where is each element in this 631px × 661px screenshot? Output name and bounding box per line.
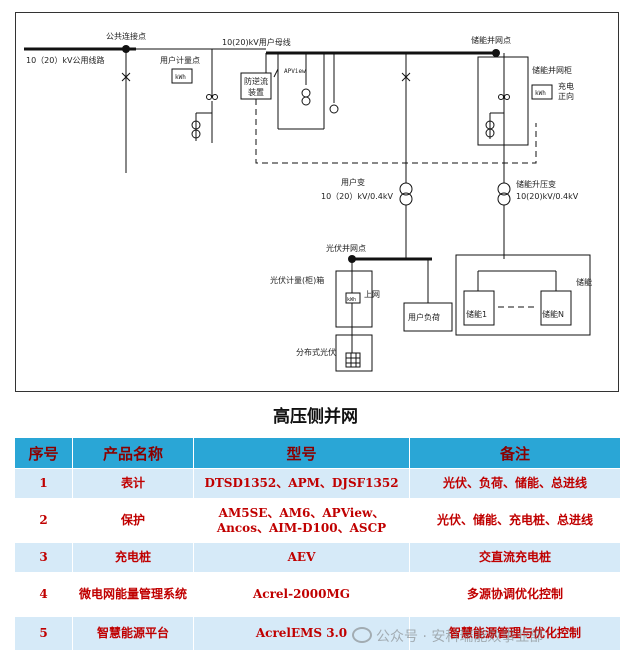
user-transformer-ratio: 10（20）kV/0.4kV	[321, 192, 394, 201]
table-row: 1 表计 DTSD1352、APM、DJSF1352 光伏、负荷、储能、总进线	[14, 468, 621, 499]
charge-positive-1: 充电	[558, 81, 574, 91]
single-line-diagram: 10（20）kV公用线路 公共连接点 用户计量点 kWh 10(20)kV用户母…	[24, 31, 592, 372]
cell-no: 2	[14, 498, 73, 543]
cell-model: AM5SE、AM6、APView、Ancos、AIM-D100、ASCP	[193, 498, 410, 543]
table-row: 3 充电桩 AEV 交直流充电桩	[14, 542, 621, 573]
cell-model: AcrelEMS 3.0	[193, 616, 410, 651]
storage-cabinet-label: 储能并网柜	[532, 65, 572, 75]
user-transformer-coil-1	[399, 182, 413, 196]
cell-no: 3	[14, 542, 73, 573]
anti-backflow-line2: 装置	[248, 87, 264, 97]
watermark: 公众号 · 安科瑞能效事业部	[352, 626, 543, 646]
anti-backflow-line1: 防逆流	[244, 76, 268, 86]
pv-panel-icon	[345, 352, 361, 368]
cell-name: 微电网能量管理系统	[72, 572, 194, 617]
cell-note: 多源协调优化控制	[409, 572, 621, 617]
cell-name: 保护	[72, 498, 194, 543]
cell-model: DTSD1352、APM、DJSF1352	[193, 468, 410, 499]
storage-group-label: 储能	[576, 277, 592, 287]
watermark-text: 公众号 · 安科瑞能效事业部	[376, 629, 544, 645]
header-note: 备注	[409, 437, 621, 469]
pv-meter-cabinet-box	[335, 270, 373, 328]
pv-kwh-label: kWh	[347, 297, 356, 303]
header-no: 序号	[14, 437, 73, 469]
table-row: 5 智慧能源平台 AcrelEMS 3.0 智慧能源管理与优化控制	[14, 616, 621, 651]
storage-n-box	[540, 290, 572, 326]
kwh-meter-box	[171, 68, 193, 84]
cell-no: 4	[14, 572, 73, 617]
cell-model: Acrel-2000MG	[193, 572, 410, 617]
user-transformer-label: 用户变	[341, 177, 365, 187]
storage-transformer-coil-1	[497, 182, 511, 196]
cell-note: 交直流充电桩	[409, 542, 621, 573]
cell-note: 光伏、负荷、储能、总进线	[409, 468, 621, 499]
storage-1-box	[463, 290, 495, 326]
diagram-frame: 10（20）kV公用线路 公共连接点 用户计量点 kWh 10(20)kV用户母…	[15, 12, 619, 392]
storage-cabinet-box	[477, 56, 529, 146]
public-connection-label: 公共连接点	[106, 31, 146, 41]
storage-1-label: 储能1	[466, 309, 487, 319]
product-table: 序号 产品名称 型号 备注 1 表计 DTSD1352、APM、DJSF1352…	[14, 437, 621, 651]
wechat-icon	[352, 627, 372, 643]
storage-transformer-ratio: 10(20)kV/0.4kV	[516, 192, 579, 201]
storage-grid-node	[492, 49, 500, 57]
table-header-row: 序号 产品名称 型号 备注	[14, 437, 621, 469]
header-model: 型号	[193, 437, 410, 469]
cell-name: 充电桩	[72, 542, 194, 573]
pv-meter-cabinet-label: 光伏计量(柜)箱	[270, 275, 324, 285]
storage-n-label: 储能N	[542, 309, 564, 319]
user-metering-label: 用户计量点	[160, 55, 200, 65]
pv-kwh-box	[345, 292, 361, 304]
storage-transformer-label: 储能升压变	[516, 179, 556, 189]
table-row: 4 微电网能量管理系统 Acrel-2000MG 多源协调优化控制	[14, 572, 621, 617]
cell-no: 1	[14, 468, 73, 499]
dashed-control-line	[255, 99, 537, 164]
table-row: 2 保护 AM5SE、AM6、APView、Ancos、AIM-D100、ASC…	[14, 498, 621, 543]
cell-name: 表计	[72, 468, 194, 499]
pv-inverter-box	[335, 334, 373, 372]
pv-grid-point-label: 光伏并网点	[326, 243, 366, 253]
storage-kwh-label: kWh	[535, 90, 546, 97]
storage-group-box	[455, 254, 591, 336]
anti-backflow-box	[240, 72, 272, 100]
kwh-label: kWh	[175, 74, 186, 81]
upload-label: 上网	[364, 290, 380, 299]
svg-text:APView: APView	[284, 68, 306, 75]
cell-no: 5	[14, 616, 73, 651]
user-load-label: 用户负荷	[408, 312, 440, 322]
distributed-pv-label: 分布式光伏	[296, 347, 336, 357]
user-load-box	[403, 302, 453, 332]
diagram-caption: 高压侧并网	[273, 407, 358, 427]
public-line-label: 10（20）kV公用线路	[26, 55, 104, 65]
cell-model: AEV	[193, 542, 410, 573]
cell-note: 光伏、储能、充电桩、总进线	[409, 498, 621, 543]
cell-note: 智慧能源管理与优化控制	[409, 616, 621, 651]
charge-positive-2: 正向	[558, 91, 574, 101]
storage-kwh-box	[531, 84, 553, 100]
header-name: 产品名称	[72, 437, 194, 469]
cell-name: 智慧能源平台	[72, 616, 194, 651]
storage-grid-label: 储能并网点	[471, 35, 511, 45]
user-busbar-label: 10(20)kV用户母线	[222, 37, 291, 47]
